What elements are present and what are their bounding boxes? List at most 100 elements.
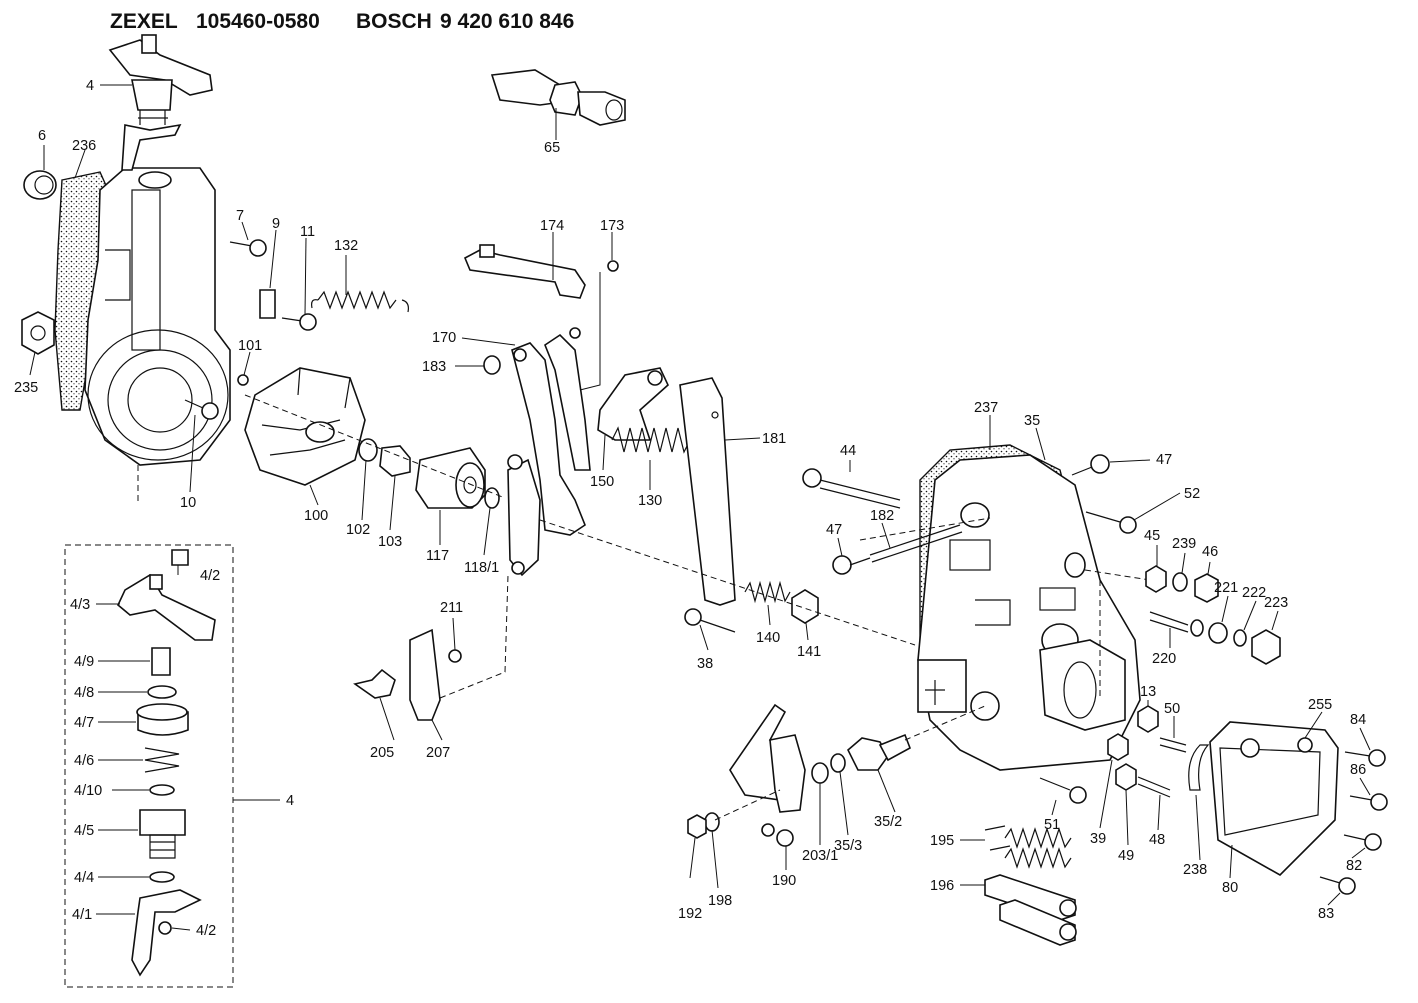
- part-117-shift-sleeve: [415, 447, 486, 509]
- label-4-box: 4: [286, 793, 294, 809]
- part-45-nut: [1145, 565, 1167, 593]
- part-221-washer: [1190, 619, 1228, 644]
- label-130: 130: [638, 493, 662, 509]
- label-238: 238: [1183, 862, 1207, 878]
- label-174: 174: [540, 218, 564, 234]
- label-6: 6: [38, 128, 46, 144]
- part-52-screw: [1085, 511, 1137, 534]
- part-101-pin: [237, 374, 249, 386]
- label-100: 100: [304, 508, 328, 524]
- label-182: 182: [870, 508, 894, 524]
- part-205-pivot: [353, 668, 396, 699]
- part-35-3-washer: [830, 753, 846, 773]
- part-44-bolt: [802, 468, 901, 509]
- part-10-screw: [184, 399, 219, 420]
- label-38: 38: [697, 656, 713, 672]
- label-4-6: 4/6: [74, 753, 94, 769]
- part-39-nut: [1107, 733, 1129, 761]
- part-102-ring: [358, 438, 378, 462]
- part-83-screw: [1319, 876, 1356, 895]
- part-84-screw: [1344, 749, 1386, 767]
- label-132: 132: [334, 238, 358, 254]
- header-part-bosch: 9 420 610 846: [440, 10, 574, 33]
- part-11-screw: [281, 313, 317, 331]
- label-80: 80: [1222, 880, 1238, 896]
- label-236: 236: [72, 138, 96, 154]
- part-195-springs: [984, 825, 1072, 869]
- label-181: 181: [762, 431, 786, 447]
- label-35-3: 35/3: [834, 838, 862, 854]
- label-47-top: 47: [1156, 452, 1172, 468]
- label-207: 207: [426, 745, 450, 761]
- part-238-gasket: [1188, 744, 1210, 791]
- label-117: 117: [426, 548, 449, 564]
- label-10: 10: [180, 495, 196, 511]
- governor-cover-housing: [54, 167, 231, 505]
- part-4-lever: [108, 34, 213, 171]
- label-47-left: 47: [826, 522, 842, 538]
- part-47-bolt-top: [1071, 454, 1110, 476]
- detail-box-4: [64, 544, 234, 988]
- part-223-nut: [1251, 629, 1281, 665]
- part-51-screw: [1039, 777, 1087, 804]
- part-141-nut: [791, 589, 819, 624]
- part-130-spring: [611, 426, 691, 454]
- part-174-rail: [463, 244, 586, 299]
- label-222: 222: [1242, 585, 1266, 601]
- label-103: 103: [378, 534, 402, 550]
- part-118-1-washer: [484, 487, 500, 509]
- label-198: 198: [708, 893, 732, 909]
- part-190-screw: [761, 823, 794, 847]
- part-9-bracket: [259, 289, 276, 319]
- label-51: 51: [1044, 817, 1060, 833]
- part-173-clip: [607, 260, 619, 272]
- label-39: 39: [1090, 831, 1106, 847]
- label-11: 11: [300, 224, 315, 240]
- part-211-pin: [448, 649, 462, 663]
- part-183-washer: [483, 355, 501, 375]
- label-82: 82: [1346, 858, 1362, 874]
- label-84: 84: [1350, 712, 1366, 728]
- label-239: 239: [1172, 536, 1196, 552]
- part-50-screw: [1159, 737, 1187, 753]
- label-49: 49: [1118, 848, 1134, 864]
- label-220: 220: [1152, 651, 1176, 667]
- label-118-1: 118/1: [464, 560, 499, 576]
- part-labels: 4 6 236 235 7 9 11 132 10 101 100 102 10…: [14, 78, 1366, 939]
- label-4-8: 4/8: [74, 685, 94, 701]
- part-65-fitting: [490, 69, 626, 126]
- part-13-nut: [1137, 705, 1159, 733]
- label-205: 205: [370, 745, 394, 761]
- label-196: 196: [930, 878, 954, 894]
- part-198-washer: [704, 812, 720, 832]
- label-170: 170: [432, 330, 456, 346]
- label-83: 83: [1318, 906, 1334, 922]
- label-141: 141: [797, 644, 821, 660]
- part-196-sleeves: [984, 874, 1077, 946]
- label-4-2-top: 4/2: [200, 568, 220, 584]
- label-221: 221: [1214, 580, 1238, 596]
- part-86-screw: [1349, 793, 1388, 811]
- part-6-plug: [23, 170, 57, 200]
- label-150: 150: [590, 474, 614, 490]
- label-255: 255: [1308, 697, 1332, 713]
- part-103-sleeve: [379, 445, 411, 477]
- label-173: 173: [600, 218, 624, 234]
- label-65: 65: [544, 140, 560, 156]
- label-195: 195: [930, 833, 954, 849]
- label-46: 46: [1202, 544, 1218, 560]
- label-4-2-bottom: 4/2: [196, 923, 216, 939]
- part-220-screw: [1149, 611, 1189, 633]
- label-4-9: 4/9: [74, 654, 94, 670]
- part-80-cover: [1209, 721, 1339, 876]
- label-4-4: 4/4: [74, 870, 94, 886]
- part-35-2-fitting: [847, 733, 911, 771]
- part-48-screw: [1137, 776, 1171, 798]
- label-35: 35: [1024, 413, 1040, 429]
- label-7: 7: [236, 208, 244, 224]
- label-4-7: 4/7: [74, 715, 94, 731]
- part-170-lever: [507, 327, 591, 577]
- label-190: 190: [772, 873, 796, 889]
- label-48: 48: [1149, 832, 1165, 848]
- part-38-screw: [684, 608, 736, 633]
